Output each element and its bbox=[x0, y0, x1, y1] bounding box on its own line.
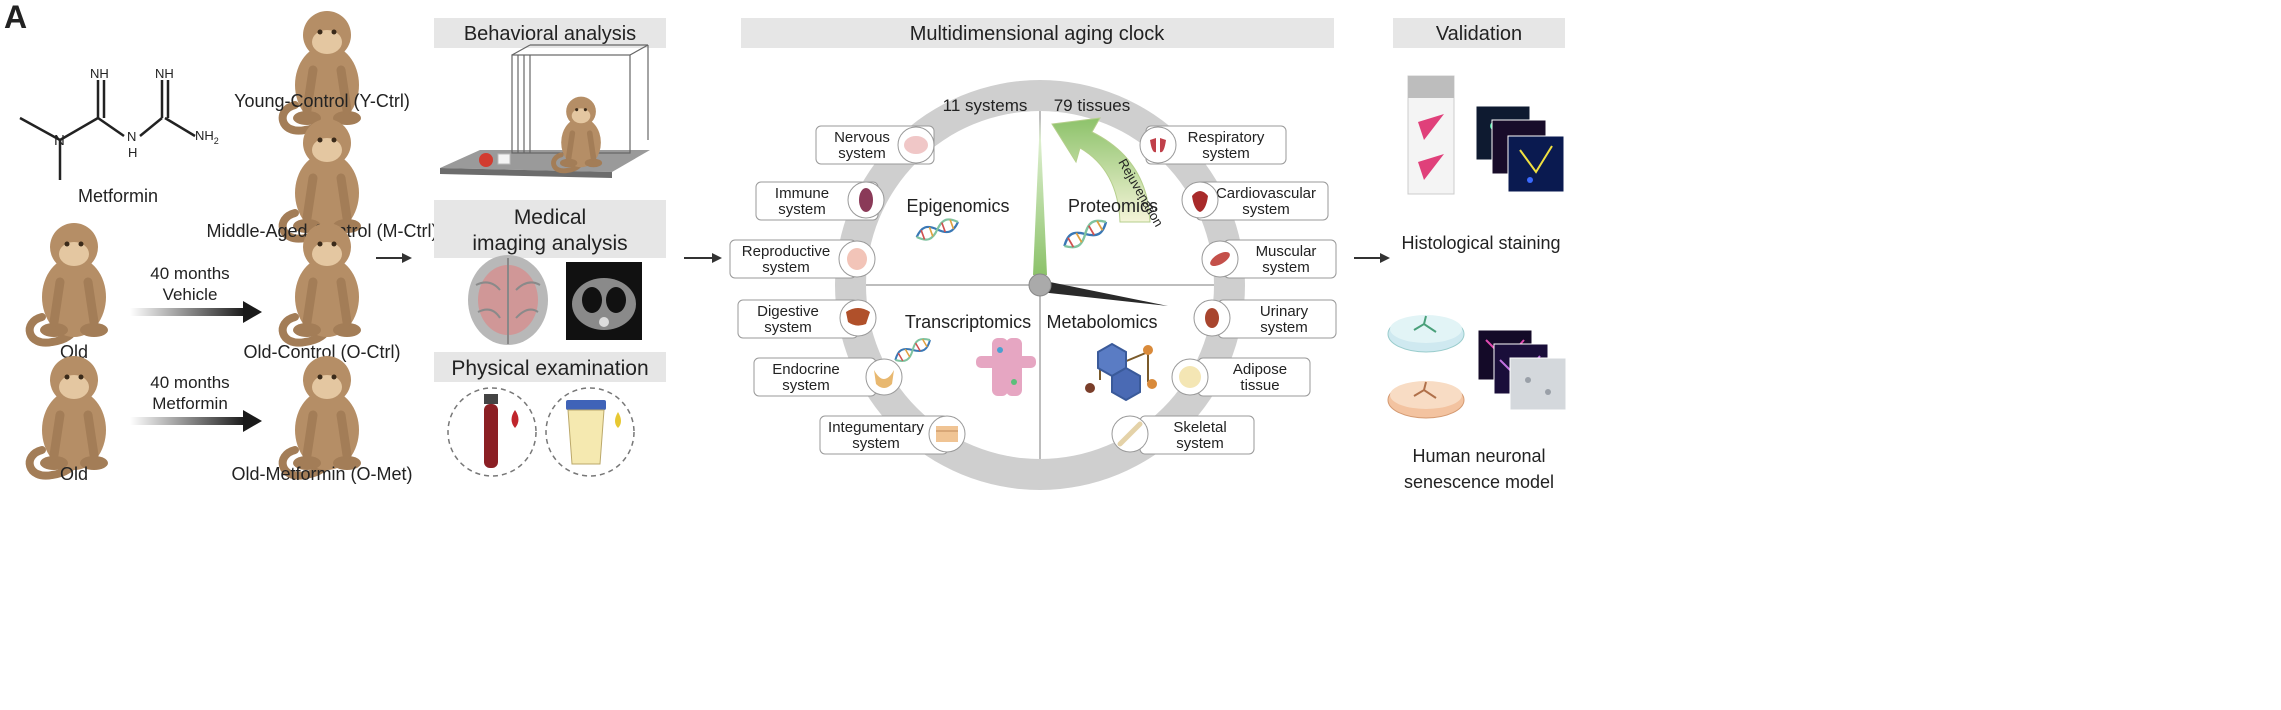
metformin-structure bbox=[19, 80, 196, 180]
old-label-2: Old bbox=[60, 464, 88, 484]
system-muscular-line1: Muscular bbox=[1256, 243, 1317, 260]
quadrant-epigenomics: Epigenomics bbox=[906, 196, 1009, 216]
arrow-to-phenotyping-head bbox=[402, 253, 412, 263]
cell-culture-dishes-illustration bbox=[1387, 315, 1465, 419]
left-systems: Nervous system Immune system Reproductiv… bbox=[729, 125, 966, 455]
system-endocrine-line2: system bbox=[782, 377, 830, 394]
histology-label: Histological staining bbox=[1401, 233, 1560, 253]
metformin-arrow-head bbox=[243, 410, 262, 432]
system-respiratory-line1: Respiratory bbox=[1188, 129, 1265, 146]
system-adipose-line2: tissue bbox=[1240, 377, 1279, 394]
vehicle-treatment-label: Vehicle bbox=[163, 285, 218, 304]
metabolomics-molecule-icon bbox=[1085, 342, 1157, 402]
metformin-arrow-shaft bbox=[130, 417, 245, 425]
behavioral-header-box bbox=[434, 18, 666, 48]
validation-header-box bbox=[1393, 18, 1565, 48]
vehicle-duration-label: 40 months bbox=[150, 264, 229, 283]
system-cardiovascular-line2: system bbox=[1242, 201, 1290, 218]
quadrant-metabolomics: Metabolomics bbox=[1046, 312, 1157, 332]
medical-imaging-header-line1: Medical bbox=[514, 206, 586, 229]
metformin-nh-top-2: NH bbox=[155, 66, 174, 81]
validation-header: Validation bbox=[1436, 23, 1522, 45]
system-immune-line1: Immune bbox=[775, 185, 829, 202]
physical-exam-header: Physical examination bbox=[451, 357, 648, 380]
system-digestive-line2: system bbox=[764, 319, 812, 336]
system-nervous-line2: system bbox=[838, 145, 886, 162]
right-systems: Respiratory system Cardiovascular system… bbox=[1111, 125, 1337, 455]
clock-header: Multidimensional aging clock bbox=[910, 23, 1166, 45]
system-urinary-line2: system bbox=[1260, 319, 1308, 336]
medical-imaging-header-line2: imaging analysis bbox=[472, 232, 627, 255]
system-muscular-line2: system bbox=[1262, 259, 1310, 276]
rejuvenation-arrow bbox=[1051, 117, 1151, 223]
system-skeletal-line1: Skeletal bbox=[1173, 419, 1226, 436]
old-label-1: Old bbox=[60, 342, 88, 362]
metformin-duration-label: 40 months bbox=[150, 373, 229, 392]
quadrant-transcriptomics: Transcriptomics bbox=[905, 312, 1031, 332]
old-monkey-illustration-2 bbox=[30, 356, 108, 476]
physical-exam-header-box bbox=[434, 352, 666, 382]
metformin-n-mid: N bbox=[127, 129, 136, 144]
metformin-label: Metformin bbox=[78, 186, 158, 206]
system-cardiovascular-line1: Cardiovascular bbox=[1216, 185, 1316, 202]
clock-center bbox=[1028, 273, 1052, 297]
behavioral-cage-illustration bbox=[440, 44, 650, 178]
transcriptomics-chromosome-icon bbox=[976, 338, 1036, 396]
clock-header-box bbox=[741, 18, 1334, 48]
medical-imaging-header-box bbox=[434, 200, 666, 258]
system-digestive-line1: Digestive bbox=[757, 303, 819, 320]
system-integumentary-line2: system bbox=[852, 435, 900, 452]
ct-scan-illustration bbox=[566, 262, 642, 340]
clock-hand-dark bbox=[1040, 280, 1168, 306]
urine-cup-illustration bbox=[545, 387, 635, 477]
endocrine-organ-icon bbox=[865, 358, 903, 396]
arrow-to-clock-head bbox=[712, 253, 722, 263]
old-metformin-monkey-illustration bbox=[283, 356, 361, 476]
old-metformin-group-label: Old-Metformin (O-Met) bbox=[231, 464, 412, 484]
system-skeletal-line2: system bbox=[1176, 435, 1224, 452]
respiratory-organ-icon bbox=[1139, 126, 1177, 164]
system-immune-line2: system bbox=[778, 201, 826, 218]
histology-slide-illustration bbox=[1407, 75, 1455, 195]
senescence-model-label-line2: senescence model bbox=[1404, 472, 1554, 492]
system-respiratory-line2: system bbox=[1202, 145, 1250, 162]
old-control-group-label: Old-Control (O-Ctrl) bbox=[243, 342, 400, 362]
metformin-nh-top-1: NH bbox=[90, 66, 109, 81]
system-reproductive-line2: system bbox=[762, 259, 810, 276]
clock-hand-green bbox=[1033, 118, 1047, 275]
arrow-to-validation-head bbox=[1380, 253, 1390, 263]
systems-count: 11 systems bbox=[943, 96, 1028, 115]
metformin-treatment-label: Metformin bbox=[152, 394, 228, 413]
system-nervous-line1: Nervous bbox=[834, 129, 890, 146]
system-reproductive-line1: Reproductive bbox=[742, 243, 830, 260]
fluorescence-images-illustration bbox=[1475, 105, 1565, 193]
metformin-n-label: N bbox=[54, 132, 65, 149]
senescence-model-label-line1: Human neuronal bbox=[1412, 446, 1545, 466]
young-group-label: Young-Control (Y-Ctrl) bbox=[234, 91, 410, 111]
vehicle-arrow-shaft bbox=[130, 308, 245, 316]
system-endocrine-line1: Endocrine bbox=[772, 361, 840, 378]
tissues-count: 79 tissues bbox=[1054, 96, 1131, 115]
metformin-nh2: NH2 bbox=[195, 128, 219, 146]
young-monkey-illustration bbox=[283, 11, 361, 131]
system-adipose-line1: Adipose bbox=[1233, 361, 1287, 378]
metformin-h-mid: H bbox=[128, 145, 137, 160]
panel-label: A bbox=[4, 0, 27, 35]
system-urinary-line1: Urinary bbox=[1260, 303, 1309, 320]
quadrant-proteomics: Proteomics bbox=[1068, 196, 1158, 216]
vehicle-arrow-head bbox=[243, 301, 262, 323]
system-integumentary-line1: Integumentary bbox=[828, 419, 924, 436]
behavioral-header: Behavioral analysis bbox=[464, 23, 636, 45]
brain-mri-illustration bbox=[468, 255, 548, 345]
neuron-fluorescence-images-illustration bbox=[1477, 329, 1567, 411]
blood-tube-illustration bbox=[447, 387, 537, 477]
old-monkey-illustration-1 bbox=[30, 223, 108, 343]
